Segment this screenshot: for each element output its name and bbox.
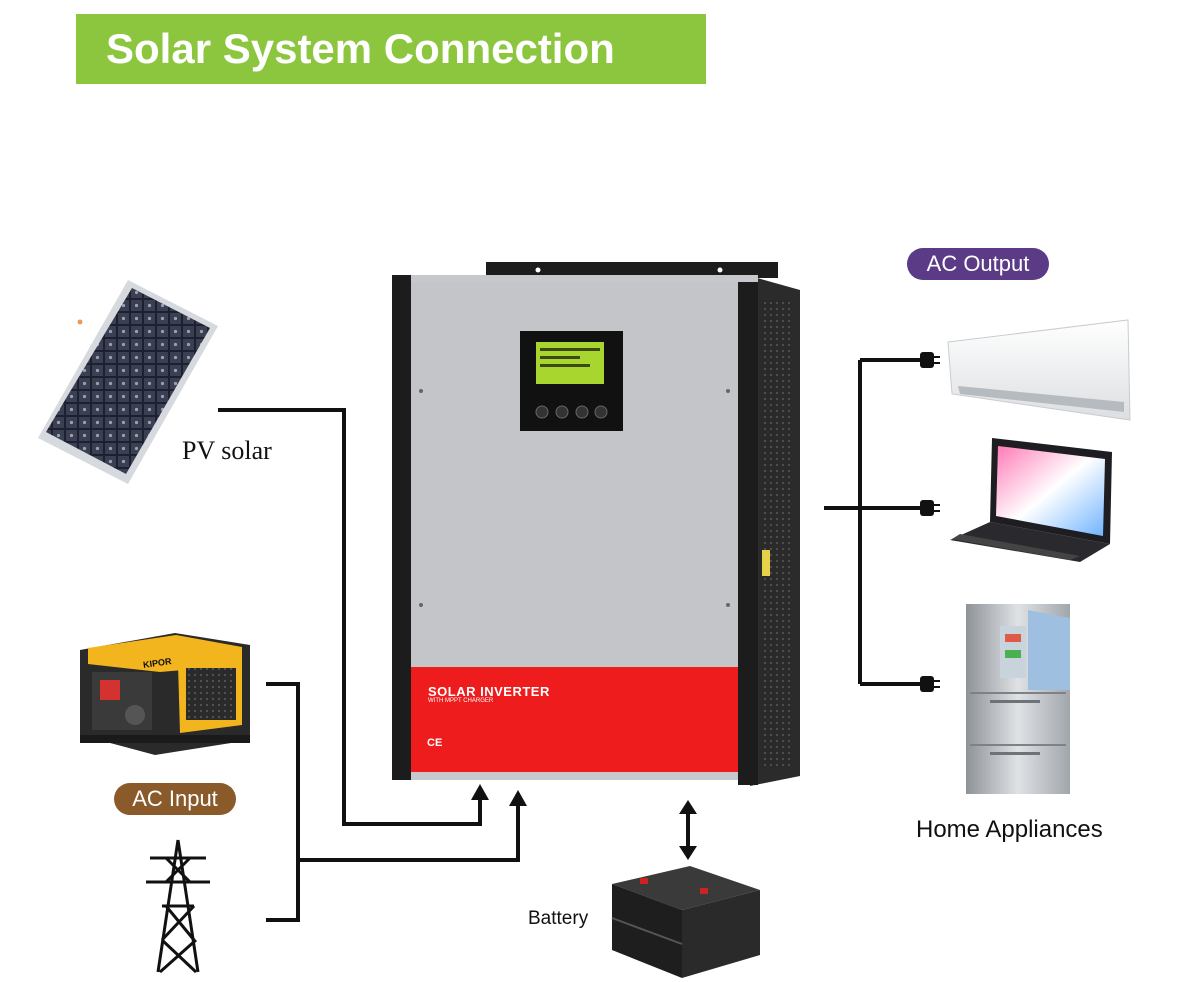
plug-icons (920, 352, 940, 692)
page-title: Solar System Connection (106, 25, 615, 72)
home-appliances-label: Home Appliances (916, 816, 1103, 843)
inverter-icon (392, 262, 800, 786)
wire-pv-to-inverter (218, 408, 482, 826)
generator-icon (80, 633, 250, 755)
arrow-up-icon (679, 800, 697, 814)
inverter-brand-label: SOLAR INVERTER (428, 684, 550, 699)
battery-label: Battery (528, 908, 589, 929)
wire-ac-input-to-inverter (298, 806, 520, 862)
solar-panel-icon (38, 280, 218, 484)
arrows (471, 784, 697, 860)
wiring (218, 358, 925, 922)
power-tower-icon (146, 839, 210, 974)
pv-solar-label: PV solar (182, 436, 272, 465)
inverter-ce-mark: CE (427, 737, 443, 749)
plug-icon (920, 676, 940, 692)
inverter-subtitle-label: WITH MPPT CHARGER (428, 698, 494, 704)
arrow-up-icon (509, 790, 527, 806)
air-conditioner-icon (947, 319, 1131, 421)
wire-ac-input-bracket (266, 682, 300, 922)
ac-output-badge: AC Output (907, 248, 1049, 280)
plug-icon (920, 352, 940, 368)
ac-input-badge: AC Input (114, 783, 236, 815)
arrow-up-icon (471, 784, 489, 800)
plug-icon (920, 500, 940, 516)
refrigerator-icon (966, 604, 1070, 794)
title-banner: Solar System Connection (76, 14, 706, 84)
battery-icon (611, 866, 760, 978)
laptop-icon (950, 438, 1112, 562)
arrow-down-icon (679, 846, 697, 860)
